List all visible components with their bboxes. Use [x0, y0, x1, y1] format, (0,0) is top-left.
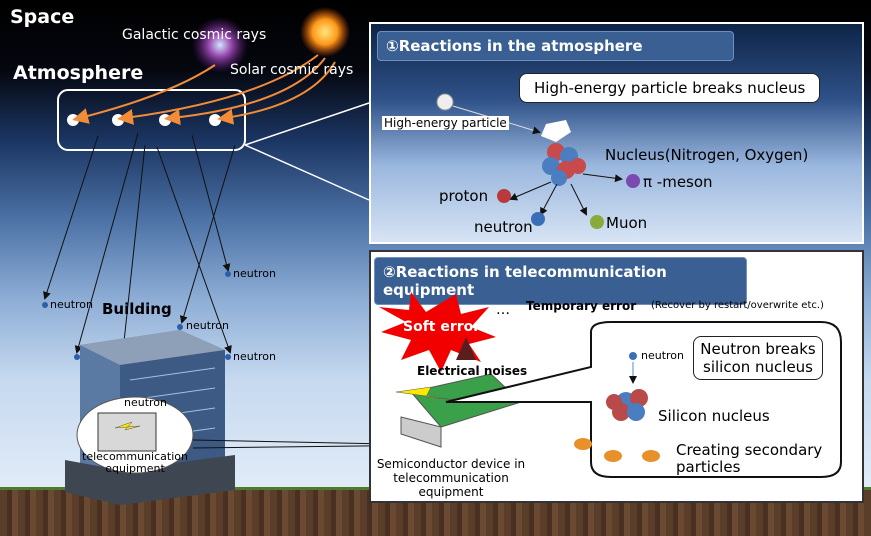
telecom-cloud — [76, 396, 194, 474]
muon-label: Muon — [606, 214, 648, 232]
neutron-icon — [531, 212, 545, 226]
nucleus-diagram — [436, 93, 640, 229]
neutron-label: neutron — [474, 218, 533, 236]
silicon-nucleus-label: Silicon nucleus — [658, 407, 770, 425]
silicon-nucleus-icon — [606, 389, 648, 421]
panel1-callout: High-energy particle breaks nucleus — [519, 73, 821, 103]
nucleus-icon — [542, 143, 586, 186]
panel-atmosphere-reactions: ①Reactions in the atmosphere High-energy… — [369, 22, 864, 244]
recover-note: (Recover by restart/overwrite etc.) — [651, 300, 824, 311]
semiconductor-device-label: Semiconductor device in telecommunicatio… — [376, 457, 526, 499]
cosmic-ray-arrows — [72, 54, 336, 126]
electrical-noises-label: Electrical noises — [417, 364, 528, 378]
neutron-label: neutron — [50, 298, 94, 311]
lightning-icon — [395, 386, 457, 401]
panel2-title: ②Reactions in telecommunication equipmen… — [374, 257, 747, 305]
building-label: Building — [102, 300, 172, 318]
temporary-error-label: Temporary error — [526, 299, 637, 313]
ellipsis: … — [496, 302, 510, 318]
atmosphere-box — [57, 89, 246, 151]
secondary-particle-icons — [574, 438, 660, 462]
proton-icon — [497, 189, 511, 203]
sun-icon — [300, 7, 350, 57]
neutron-label: neutron — [186, 319, 230, 332]
panel-telecom-reactions: ②Reactions in telecommunication equipmen… — [369, 250, 864, 503]
secondary-particles-label: Creating secondary particles — [676, 441, 823, 476]
panel2-callout: Neutron breaks silicon nucleus — [693, 336, 823, 380]
high-energy-particle-icon — [436, 93, 454, 111]
muon-icon — [590, 215, 604, 229]
galactic-cosmic-rays-label: Galactic cosmic rays — [122, 27, 267, 43]
neutron-label: neutron — [233, 267, 277, 280]
soft-error-label: Soft error — [403, 319, 481, 335]
nucleus-label: Nucleus(Nitrogen, Oxygen) — [605, 146, 809, 164]
telecom-equipment-label: telecommunication equipment — [82, 450, 188, 475]
atmosphere-label: Atmosphere — [13, 62, 144, 84]
neutron-label: neutron — [233, 350, 277, 363]
meson-icon — [626, 174, 640, 188]
proton-label: proton — [439, 187, 489, 205]
meson-label: π -meson — [643, 173, 713, 191]
galaxy-icon — [192, 17, 248, 73]
impact-icon — [541, 120, 571, 142]
neutron-label: neutron — [641, 349, 685, 362]
neutron-label: neutron — [124, 396, 168, 409]
panel1-title: ①Reactions in the atmosphere — [377, 31, 734, 61]
up-arrow-icon — [456, 337, 476, 360]
solar-cosmic-rays-label: Solar cosmic rays — [230, 62, 354, 78]
high-energy-particle-label: High-energy particle — [382, 116, 509, 130]
space-label: Space — [10, 6, 75, 28]
